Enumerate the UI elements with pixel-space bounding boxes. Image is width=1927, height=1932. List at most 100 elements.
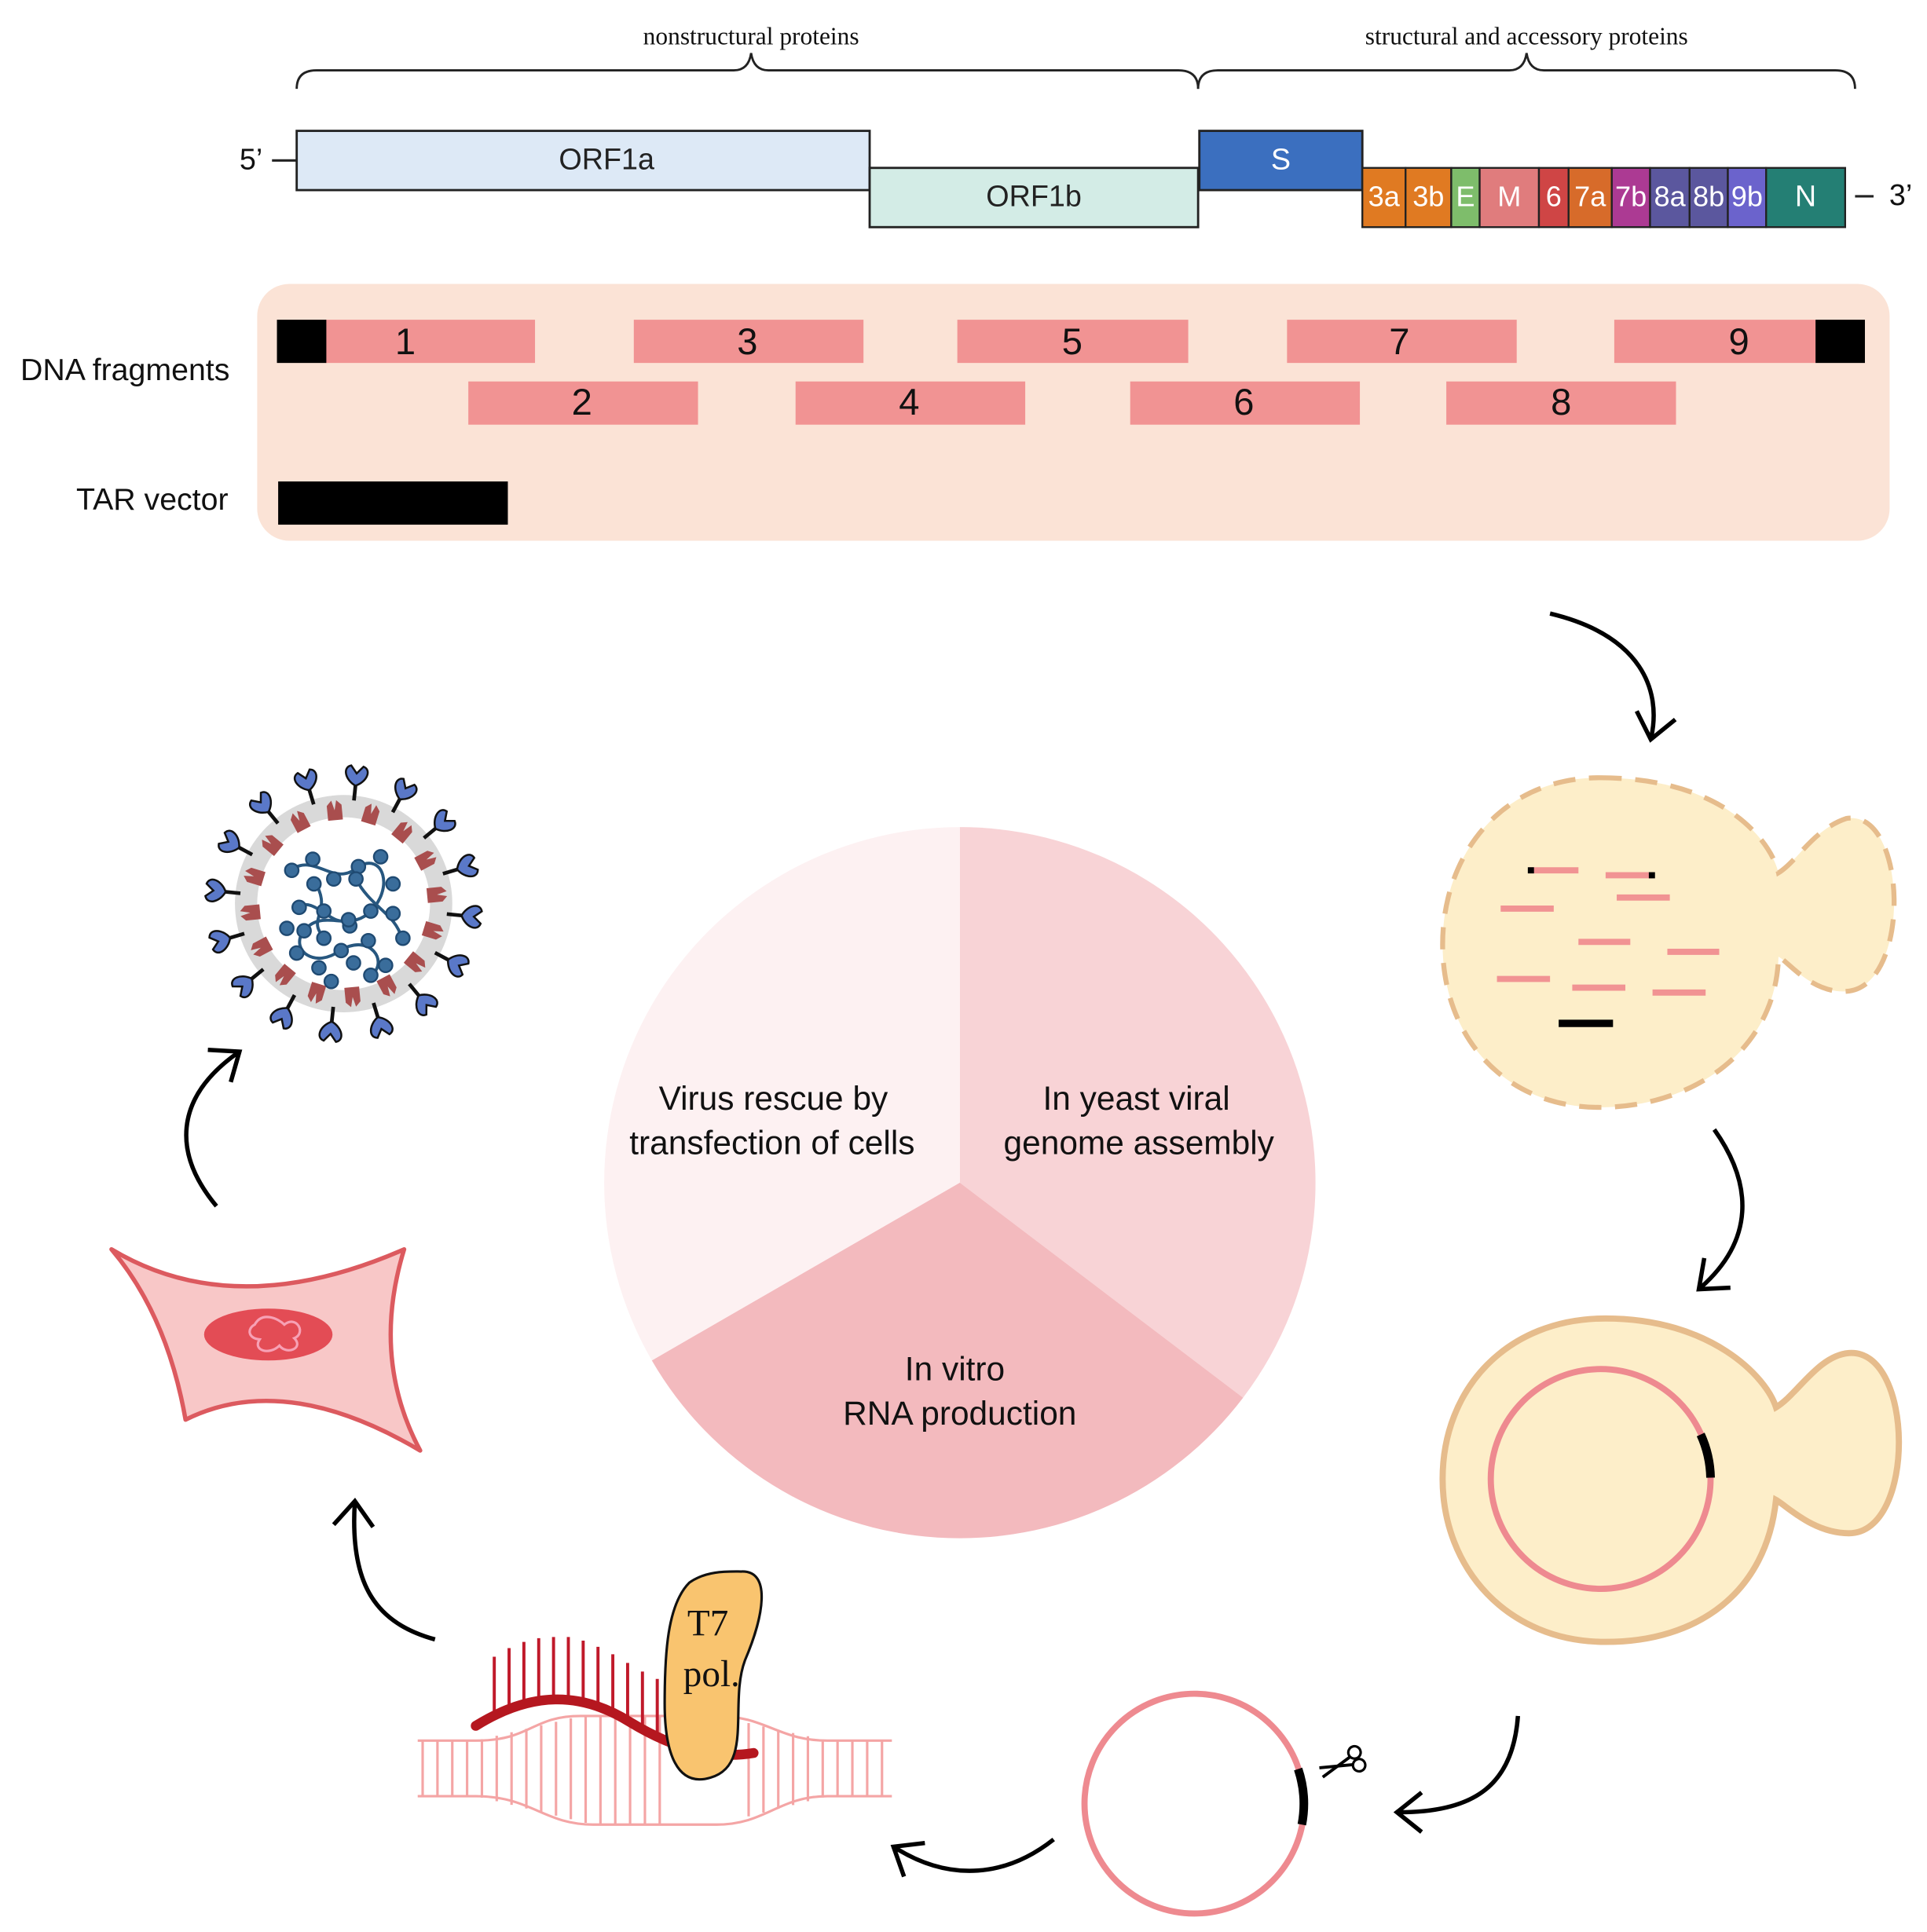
fragment-number: 7 (1389, 320, 1409, 362)
spike-icon (390, 778, 418, 814)
gene-label: 6 (1546, 181, 1562, 213)
scissors-icon (1319, 1744, 1367, 1779)
membrane-protein-icon (403, 951, 426, 972)
gene-label: 8b (1693, 181, 1724, 213)
nucleoprotein (346, 955, 361, 971)
membrane-protein-icon (391, 821, 412, 844)
s-gene (1198, 130, 1364, 192)
spike-icon (423, 809, 456, 840)
yeast-membrane (1439, 1315, 1903, 1645)
assembled-vector-segment (1696, 1433, 1715, 1478)
yeast-cell-fragments (1440, 775, 1897, 1111)
gene-label: 3b (1412, 181, 1444, 213)
fragment-9-vector-overlap (1815, 320, 1865, 364)
arrow-to-plasmid (1393, 1715, 1521, 1834)
rna-production-line2: RNA production (843, 1395, 1076, 1432)
nucleoprotein (305, 851, 321, 867)
plasmid-vector-segment (1294, 1767, 1309, 1826)
five-prime-label: 5’ (240, 142, 262, 175)
spike-icon (218, 829, 254, 857)
nucleoprotein (291, 899, 307, 916)
nucleoprotein (378, 957, 394, 974)
orf1a-label: ORF1a (559, 142, 654, 175)
viral-rna-in-cell (248, 1315, 302, 1352)
spike-icon (318, 1006, 343, 1043)
nucleoprotein (323, 973, 339, 990)
virus-rescue-line2: transfection of cells (629, 1125, 914, 1162)
gene-label: 8a (1654, 181, 1687, 213)
fragment-numbers: 1 2 3 4 5 6 7 8 9 (395, 320, 1749, 423)
gene-box (1567, 166, 1613, 229)
polymerase-label-line2: pol. (683, 1654, 740, 1695)
spike-icon (369, 1002, 394, 1039)
arrow-to-assembled-yeast (1696, 1128, 1745, 1292)
spike-icon (269, 993, 297, 1030)
membrane-protein-icon (344, 986, 361, 1008)
spike-icon (249, 791, 280, 825)
dna-bottom-strand (417, 1795, 892, 1826)
membrane-protein-icon (426, 887, 448, 903)
nonstructural-proteins-label: nonstructural proteins (643, 23, 859, 50)
pie-slice-rna-production (651, 1182, 1244, 1539)
t7-polymerase (663, 1570, 764, 1781)
spike-icon (231, 968, 265, 998)
membrane-protein-icon (421, 920, 444, 940)
nucleoprotein (385, 876, 401, 892)
spike-icon (293, 768, 317, 805)
membrane-protein-icon (240, 904, 261, 921)
fragment-bar (957, 320, 1189, 364)
membrane-protein-icon (244, 867, 266, 887)
fragment-number: 1 (395, 320, 416, 362)
linearized-plasmid (1081, 1690, 1367, 1917)
virion (204, 764, 483, 1043)
fragment-number: 9 (1729, 320, 1749, 362)
fragment-panel: DNA fragments TAR vector 1 2 3 4 5 6 7 8… (20, 284, 1890, 541)
fragment-bar (1130, 381, 1361, 425)
nucleoprotein (363, 967, 379, 983)
membrane-protein-icon (262, 835, 284, 856)
nucleoprotein (350, 858, 367, 875)
cell-nucleus (203, 1308, 333, 1361)
gene-box (1765, 166, 1847, 229)
spike-icon (204, 878, 241, 902)
spike-icon (345, 764, 369, 801)
virion-interior (257, 817, 430, 990)
yeast-cell-assembled (1439, 1315, 1903, 1645)
membrane-protein-icon (307, 982, 327, 1004)
plasmid-circle (1081, 1690, 1308, 1917)
nucleocapsid (279, 849, 411, 990)
gene-label: 9b (1731, 181, 1763, 213)
s-label: S (1271, 142, 1291, 175)
pie-slice-virus-rescue (604, 827, 960, 1361)
fragment-bar (468, 381, 698, 425)
fragment-number: 5 (1062, 320, 1083, 362)
structural-proteins-label: structural and accessory proteins (1365, 23, 1688, 50)
gene-label: 7b (1615, 181, 1647, 213)
fragment-bar (795, 381, 1026, 425)
membrane-protein-icon (361, 803, 380, 826)
spike-icon (442, 854, 479, 878)
transfected-cell (109, 1246, 423, 1453)
fragment-number: 3 (737, 320, 757, 362)
fragment-number: 4 (899, 381, 919, 423)
yeast-membrane-dashed (1440, 775, 1897, 1111)
dna-fragments-label: DNA fragments (20, 353, 229, 387)
dna-fragment-bars (324, 320, 1816, 425)
gene-box (1649, 166, 1691, 229)
nucleoprotein (279, 920, 295, 936)
gene-label: 3a (1368, 181, 1401, 213)
nucleoprotein (326, 871, 342, 887)
orf1b-label: ORF1b (986, 180, 1082, 213)
nonstructural-brace (295, 53, 1200, 90)
nucleoprotein (333, 942, 350, 959)
membrane-protein-icon (251, 936, 273, 957)
fragment-number: 2 (572, 381, 592, 423)
nucleoprotein (363, 903, 379, 919)
nucleoprotein (316, 903, 332, 919)
fragment-bar (1287, 320, 1517, 364)
yeast-dna-fragments (1497, 867, 1720, 996)
nucleoprotein (288, 945, 305, 961)
gene-label: 7a (1574, 181, 1606, 213)
